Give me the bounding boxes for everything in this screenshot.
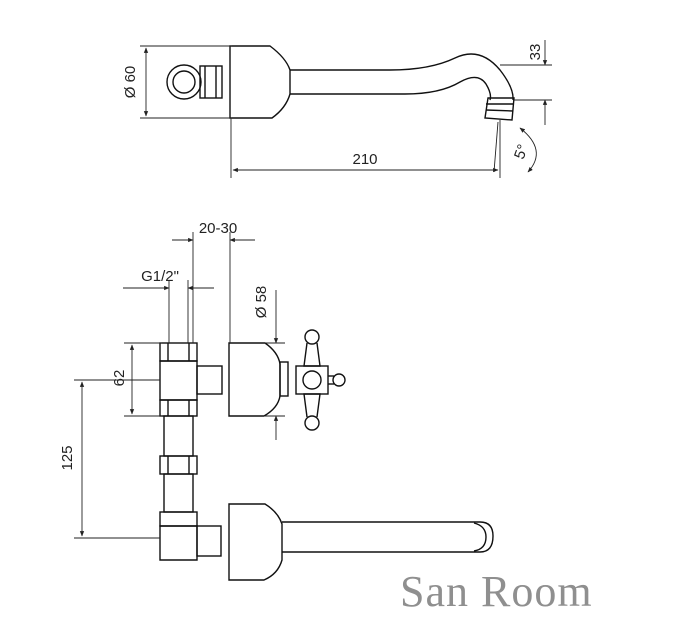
riser-middle-nut [159, 455, 198, 475]
dim-angle-5: 5° [511, 142, 532, 161]
connector-inner-circle [172, 70, 196, 94]
long-spout [282, 521, 494, 553]
dim-height-62: 62 [111, 370, 128, 387]
top-flange [229, 45, 291, 119]
dim-depth-20-30: 20-30 [199, 220, 237, 237]
front-dimension-lines [74, 232, 285, 539]
top-view [166, 45, 515, 121]
spout-flange [228, 503, 283, 581]
lower-connector-arm [196, 525, 222, 557]
spout-upper-edge [290, 53, 514, 101]
aerator [484, 97, 515, 121]
upper-connector-nut [159, 342, 198, 362]
upper-connector-body [159, 360, 198, 401]
top-dimension-lines [140, 40, 552, 178]
lower-connector-body [159, 525, 198, 561]
dim-length-210: 210 [352, 151, 377, 168]
dim-height-125: 125 [59, 445, 76, 470]
upper-connector-arm [196, 365, 223, 395]
dim-diameter-58: Ø 58 [253, 286, 270, 319]
dim-thread-g12: G1/2" [141, 268, 179, 285]
dim-diameter-60: Ø 60 [122, 66, 139, 99]
watermark: San Room [400, 567, 593, 616]
connector-circle [166, 64, 202, 100]
riser-pipe-lower [163, 473, 194, 513]
connector-nut [199, 65, 223, 99]
riser-pipe-upper [163, 415, 194, 457]
upper-connector-lower-nut [159, 399, 198, 417]
valve-stem [279, 361, 289, 397]
valve-flange [228, 342, 281, 417]
cross-handle [295, 329, 346, 431]
spout-lower-edge [290, 76, 492, 101]
dim-height-33: 33 [527, 44, 544, 61]
lower-connector-nut [159, 511, 198, 527]
front-view [159, 329, 494, 581]
